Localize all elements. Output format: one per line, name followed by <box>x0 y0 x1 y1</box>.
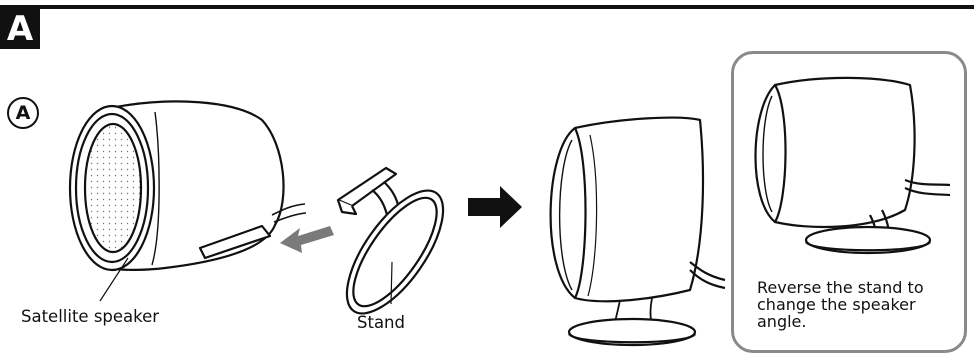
tip-note: Reverse the stand to change the speaker … <box>757 278 924 331</box>
stand-illustration <box>336 166 445 315</box>
tip-panel <box>731 51 967 353</box>
result-arrow-icon <box>468 186 522 228</box>
stand-label: Stand <box>357 313 405 332</box>
assembled-speaker-illustration <box>549 116 726 347</box>
section-rule <box>0 5 974 9</box>
insert-arrow-icon <box>280 226 334 253</box>
satellite-speaker-label: Satellite speaker <box>21 307 160 326</box>
reversed-speaker-illustration <box>754 76 951 255</box>
satellite-speaker-illustration <box>68 100 307 302</box>
step-marker: A <box>7 97 39 129</box>
section-badge: A <box>0 9 40 49</box>
